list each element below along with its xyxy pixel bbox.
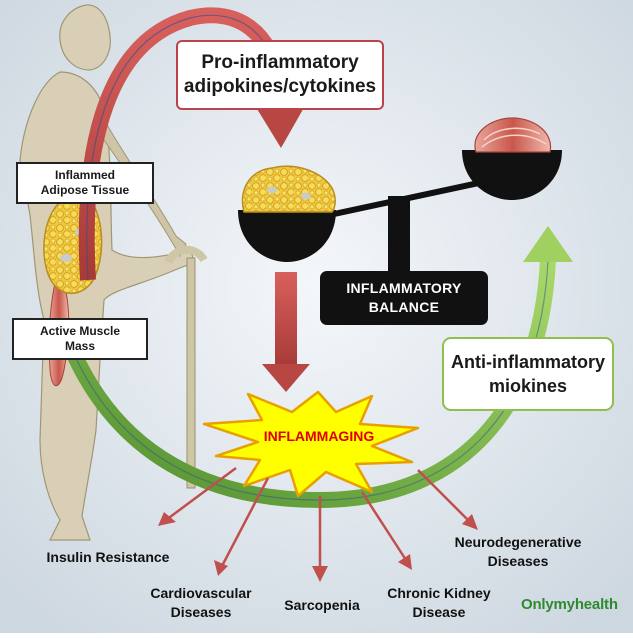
- adipose-label-line-2: Adipose Tissue: [40, 183, 130, 197]
- anti-inflammatory-label: Anti-inflammatory miokines: [442, 337, 614, 411]
- active-muscle-mass-label: Active Muscle Mass: [12, 318, 148, 360]
- anti-inflammatory-line-1: Anti-inflammatory: [450, 352, 605, 372]
- outcome-arrows: [158, 466, 478, 582]
- brand-logo-text: Onlymyhealth: [521, 596, 618, 613]
- downward-arrowhead: [262, 364, 310, 392]
- pro-inflammatory-line-2: adipokines/cytokines: [183, 76, 377, 97]
- outcome-line: Diseases: [170, 604, 232, 620]
- inflamed-adipose-tissue-label: Inflammed Adipose Tissue: [16, 162, 154, 204]
- walking-cane: [186, 257, 196, 489]
- balance-label-line-1: INFLAMMATORY: [346, 280, 462, 296]
- left-scale-pan: [238, 210, 336, 262]
- outcome-line: Cardiovascular: [150, 585, 252, 601]
- pro-inflammatory-label: Pro-inflammatory adipokines/cytokines: [176, 40, 384, 110]
- adipose-label-line-1: Inflammed: [54, 168, 115, 182]
- right-scale-pan: [462, 150, 562, 200]
- outcome-neurodegenerative-diseases: Neurodegenerative Diseases: [440, 533, 596, 571]
- pro-inflammatory-line-1: Pro-inflammatory: [201, 52, 359, 73]
- inflammatory-balance-label: INFLAMMATORY BALANCE: [320, 271, 488, 325]
- downward-arrow-shaft: [275, 272, 297, 368]
- inflammaging-label: INFLAMMAGING: [263, 428, 375, 444]
- outcome-line: Insulin Resistance: [46, 549, 170, 565]
- pro-inflammatory-arrowhead: [254, 104, 306, 148]
- outcome-sarcopenia: Sarcopenia: [272, 596, 372, 615]
- muscle-label-line-2: Mass: [64, 339, 96, 353]
- anti-inflammatory-line-2: miokines: [488, 376, 568, 396]
- balance-label-line-2: BALANCE: [368, 299, 440, 315]
- outcome-line: Diseases: [487, 553, 549, 569]
- muscle-label-line-1: Active Muscle: [39, 324, 121, 338]
- outcome-line: Disease: [412, 604, 466, 620]
- inflammatory-balance-scale: [238, 117, 562, 278]
- outcome-cardiovascular-diseases: Cardiovascular Diseases: [136, 584, 266, 622]
- outcome-line: Chronic Kidney: [387, 585, 491, 601]
- outcome-insulin-resistance: Insulin Resistance: [38, 548, 178, 567]
- outcome-chronic-kidney-disease: Chronic Kidney Disease: [374, 584, 504, 622]
- fat-on-scale: [241, 165, 336, 213]
- anti-inflammatory-arrowhead: [523, 226, 573, 262]
- inflammaging-starburst: [202, 390, 420, 498]
- outcome-line: Neurodegenerative: [454, 534, 582, 550]
- outcome-line: Sarcopenia: [284, 597, 360, 613]
